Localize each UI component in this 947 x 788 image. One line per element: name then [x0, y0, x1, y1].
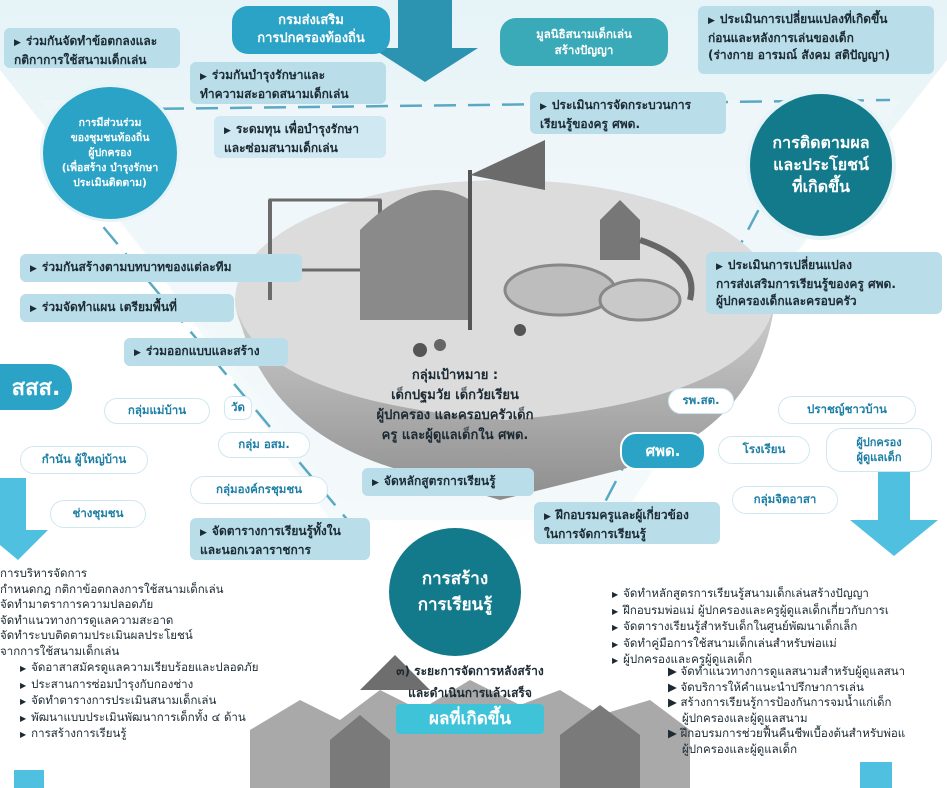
- phase-label: ๓) ระยะการจัดการหลังสร้าง และดำเนินการแล…: [396, 664, 544, 700]
- foundation-pill: มูลนิธิสนามเด็กเล่น สร้างปัญญา: [500, 18, 668, 66]
- boat-structure: [360, 190, 470, 320]
- list-item: การบริหารจัดการ: [0, 566, 88, 580]
- list-item: ▶ จัดทำแนวทางการดูแลสนามสำหรับผู้ดูแลสนา: [668, 664, 906, 678]
- list-item: ประสานการซ่อมบำรุงกับกองช่าง: [20, 677, 258, 694]
- dashed-line-top: [59, 98, 891, 112]
- list-item: จัดทำหลักสูตรการเรียนรู้สนามเด็กเล่นสร้า…: [612, 586, 947, 603]
- list-item: จัดทำระบบติดตามประเมินผลประโยชน์: [0, 628, 193, 642]
- list-item: จัดอาสาสมัครดูแลความเรียบร้อยและปลอดภัย: [20, 660, 258, 677]
- box-agreement: ร่วมกันจัดทำข้อตกลงและ กติกาการใช้สนามเด…: [4, 28, 180, 68]
- list-item: จัดทำแนวทางการดูแลความสะอาด: [0, 612, 174, 627]
- box-evaluate-change: ประเมินการเปลี่ยนแปลงที่เกิดขึ้น ก่อนและ…: [698, 6, 934, 74]
- list-item: จัดตารางเรียนรู้สำหรับเด็กในศูนย์พัฒนาเด…: [612, 619, 947, 636]
- down-arrow-bottom-left: [14, 770, 44, 788]
- pill-craftsman: ช่างชุมชน: [50, 500, 146, 528]
- left-sub-list: จัดอาสาสมัครดูแลความเรียบร้อยและปลอดภัย …: [20, 660, 258, 743]
- down-arrow-right: [850, 472, 938, 556]
- pill-osm: กลุ่ม อสม.: [218, 432, 310, 458]
- list-item: การสร้างการเรียนรู้: [20, 726, 258, 743]
- pill-temple: วัด: [224, 396, 252, 420]
- box-schedule: จัดตารางการเรียนรู้ทั้งใน และนอกเวลาราชก…: [190, 518, 370, 560]
- down-arrow-left: [0, 478, 48, 560]
- box-curriculum: จัดหลักสูตรการเรียนรู้: [362, 468, 534, 496]
- pill-housewives: กลุ่มแม่บ้าน: [104, 398, 210, 424]
- target-line-2: ผู้ปกครอง และครอบครัวเด็ก: [376, 408, 534, 423]
- box-design: ร่วมออกแบบและสร้าง: [124, 338, 288, 366]
- pill-volunteer: กลุ่มจิตอาสา: [732, 486, 838, 514]
- sandpit: [503, 263, 617, 317]
- circle-learning: การสร้าง การเรียนรู้: [385, 524, 525, 660]
- pill-rpst: รพ.สต.: [668, 388, 734, 414]
- list-item: ▶ ฝึกอบรมการช่วยฟื้นคืนชีพเบื้องต้นสำหรั…: [668, 726, 906, 740]
- result-label: ผลที่เกิดขึ้น: [396, 704, 544, 734]
- pill-kamnan: กำนัน ผู้ใหญ่บ้าน: [20, 446, 148, 474]
- slide: [639, 237, 695, 301]
- pill-school: โรงเรียน: [718, 436, 810, 464]
- circle-participation: การมีส่วนร่วม ของชุมชนท้องถิ่น ผู้ปกครอง…: [40, 84, 180, 222]
- right-sub-list: ▶ จัดทำแนวทางการดูแลสนามสำหรับผู้ดูแลสนา…: [668, 664, 947, 757]
- list-item: ผู้ปกครองและผู้ดูแลเด็ก: [682, 741, 798, 756]
- list-item: ผู้ปกครองและผู้ดูแลสนาม: [682, 710, 808, 725]
- temple-roof: [360, 655, 430, 690]
- dept-local-pill: กรมส่งเสริม การปกครองท้องถิ่น: [232, 6, 390, 54]
- list-item: พัฒนาแบบประเมินพัฒนาการเด็กทั้ง ๔ ด้าน: [20, 710, 258, 727]
- box-fundraise: ระดมทุน เพื่อบำรุงรักษา และซ่อมสนามเด็กเ…: [214, 116, 386, 158]
- target-line-3: ครู และผู้ดูแลเด็กใน ศพด.: [381, 428, 529, 443]
- pill-sage: ปราชญ์ชาวบ้าน: [778, 396, 916, 424]
- box-maintain: ร่วมกันบำรุงรักษาและ ทำความสะอาดสนามเด็ก…: [190, 62, 386, 104]
- target-line-1: เด็กปฐมวัย เด็กวัยเรียน: [391, 388, 519, 403]
- box-plan: ร่วมจัดทำแผน เตรียมพื้นที่: [20, 294, 234, 322]
- box-roles: ร่วมกันสร้างตามบทบาทของแต่ละทีม: [20, 254, 302, 282]
- box-evaluate-teacher: ประเมินการจัดกระบวนการ เรียนรู้ของครู ศพ…: [530, 92, 726, 134]
- list-item: จัดทำคู่มือการใช้สนามเด็กเล่นสำหรับพ่อแม…: [612, 636, 947, 653]
- left-management-list: การบริหารจัดการ กำหนดกฎ กติกาข้อตกลงการใ…: [0, 566, 224, 659]
- list-item: ▶ สร้างการเรียนรู้การป้องกันการจมน้ำแก่เ…: [668, 695, 892, 709]
- list-item: ฝึกอบรมพ่อแม่ ผู้ปกครองและครูผู้ดูแลเด็ก…: [612, 603, 947, 620]
- boat-sail: [470, 140, 545, 190]
- target-group: กลุ่มเป้าหมาย : เด็กปฐมวัย เด็กวัยเรียน …: [330, 366, 580, 446]
- down-arrow-top: [372, 0, 478, 82]
- dashed-line-left: [59, 174, 361, 536]
- pill-cdc: ศพด.: [620, 432, 706, 470]
- pill-parents: ผู้ปกครอง ผู้ดูแลเด็ก: [826, 428, 932, 472]
- list-item: กำหนดกฎ กติกาข้อตกลงการใช้สนามเด็กเล่น: [0, 581, 224, 596]
- play-tower: [600, 200, 640, 260]
- list-item: จัดทำตารางการประเมินสนามเด็กเล่น: [20, 693, 258, 710]
- target-title: กลุ่มเป้าหมาย :: [411, 368, 499, 383]
- list-item: จัดทำมาตราการความปลอดภัย: [0, 597, 154, 611]
- list-item: ผู้ปกครองและครูผู้ดูแลเด็ก: [612, 652, 947, 669]
- pill-community-org: กลุ่มองค์กรชุมชน: [190, 476, 328, 504]
- list-item: ▶ จัดบริการให้คำแนะนำปรึกษาการเล่น: [668, 679, 864, 694]
- box-train: ฝึกอบรมครูและผู้เกี่ยวข้อง ในการจัดการเร…: [534, 502, 720, 544]
- down-arrow-bottom-right: [860, 762, 892, 788]
- pill-sss: สสส.: [0, 364, 72, 410]
- right-learning-list: จัดทำหลักสูตรการเรียนรู้สนามเด็กเล่นสร้า…: [612, 586, 947, 669]
- box-evaluate-promote: ประเมินการเปลี่ยนแปลง การส่งเสริมการเรีย…: [706, 252, 942, 314]
- circle-monitoring: การติดตามผล และประโยชน์ ที่เกิดขึ้น: [746, 90, 896, 240]
- list-item: จากการใช้สนามเด็กเล่น: [0, 643, 120, 658]
